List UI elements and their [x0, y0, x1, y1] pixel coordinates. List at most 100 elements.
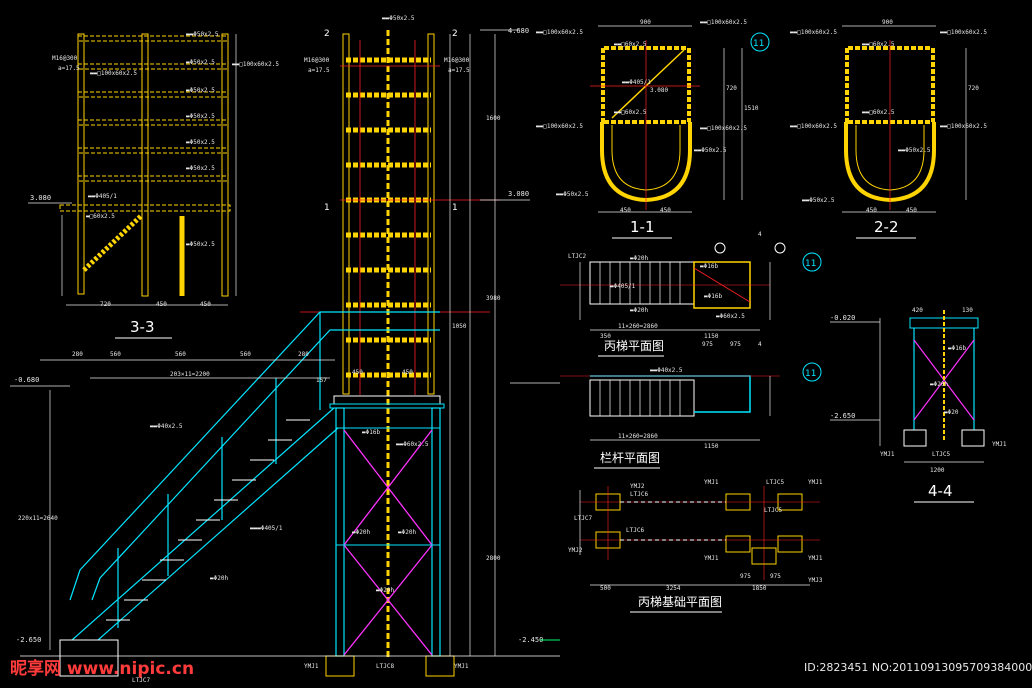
svg-text:450: 450 [352, 369, 363, 376]
section-3-3-note-b: a=17.5 [58, 65, 80, 72]
railing-plan-dim: 11×260=2860 [618, 433, 658, 440]
svg-text:YMJ1: YMJ1 [808, 479, 823, 486]
svg-text:▬Φ20h: ▬Φ20h [352, 529, 370, 536]
svg-text:130: 130 [962, 307, 973, 314]
railing-plan [560, 362, 822, 441]
svg-text:LTJC6: LTJC6 [626, 527, 644, 534]
stair-plan-grid: 11 [805, 259, 816, 269]
svg-text:M16@300: M16@300 [444, 57, 470, 64]
svg-text:▬Φ50x2.5: ▬Φ50x2.5 [186, 165, 215, 172]
watermark-id: ID:2823451 NO:20110913095709384000 [804, 661, 1032, 674]
svg-text:▬▬Φ405/1: ▬▬Φ405/1 [622, 79, 651, 86]
svg-text:▬▬□60x2.5: ▬▬□60x2.5 [614, 41, 647, 48]
section-2-2 [842, 25, 967, 213]
svg-text:1: 1 [324, 203, 330, 213]
svg-text:2800: 2800 [486, 555, 501, 562]
svg-text:▬▬□100x60x2.5: ▬▬□100x60x2.5 [700, 125, 747, 132]
svg-text:500: 500 [600, 585, 611, 592]
svg-text:975: 975 [702, 341, 713, 348]
svg-text:▬▬□60x2.5: ▬▬□60x2.5 [614, 109, 647, 116]
ladder-note-a: M16@300 [304, 57, 330, 64]
svg-text:▬▬▬Φ405/1: ▬▬▬Φ405/1 [250, 525, 283, 532]
section-1-1-grid: 11 [753, 39, 764, 49]
svg-text:▬▬Φ60x2.5: ▬▬Φ60x2.5 [396, 441, 429, 448]
svg-text:720: 720 [968, 85, 979, 92]
base-label-4: LTJC7 [132, 677, 150, 684]
svg-text:▬Φ16b: ▬Φ16b [362, 429, 380, 436]
svg-text:▬▬□100x60x2.5: ▬▬□100x60x2.5 [232, 61, 279, 68]
section-1-1 [590, 25, 770, 213]
section-4-4-elev-top: -0.020 [830, 314, 855, 322]
section-4-4-elev-bot: -2.650 [830, 412, 855, 420]
svg-text:▬Φ20h: ▬Φ20h [630, 255, 648, 262]
svg-text:▬▬Φ50x2.5: ▬▬Φ50x2.5 [694, 147, 727, 154]
svg-text:▬▬Φ50x2.5: ▬▬Φ50x2.5 [802, 197, 835, 204]
elev-mid: 3.080 [508, 190, 529, 198]
svg-text:▬▬□100x60x2.5: ▬▬□100x60x2.5 [536, 123, 583, 130]
svg-text:a=17.5: a=17.5 [448, 67, 470, 74]
svg-text:900: 900 [640, 19, 651, 26]
svg-text:▬Φ20h: ▬Φ20h [630, 307, 648, 314]
svg-text:1050: 1050 [452, 323, 467, 330]
ladder-note-b: a=17.5 [308, 67, 330, 74]
svg-text:▬▬Φ405/1: ▬▬Φ405/1 [88, 193, 117, 200]
svg-text:▬▬Φ50x2.5: ▬▬Φ50x2.5 [556, 191, 589, 198]
svg-text:1850: 1850 [752, 585, 767, 592]
svg-text:450: 450 [660, 207, 671, 214]
ladder-rail-right [427, 33, 435, 395]
svg-text:450: 450 [906, 207, 917, 214]
svg-text:▬Φ16b: ▬Φ16b [704, 293, 722, 300]
svg-text:▬▬□100x60x2.5: ▬▬□100x60x2.5 [700, 19, 747, 26]
post-left [77, 33, 85, 295]
svg-text:1150: 1150 [704, 443, 719, 450]
svg-text:LTJC5: LTJC5 [766, 479, 784, 486]
svg-text:560: 560 [110, 351, 121, 358]
elev-base-right: -2.450 [518, 636, 543, 644]
section-3-3-title: 3-3 [130, 318, 155, 336]
svg-text:YMJ1: YMJ1 [704, 555, 719, 562]
post-mid [141, 33, 149, 297]
svg-text:▬▬□100x60x2.5: ▬▬□100x60x2.5 [940, 29, 987, 36]
svg-text:1150: 1150 [704, 333, 719, 340]
svg-text:LTJC5: LTJC5 [764, 507, 782, 514]
watermark-brand: 昵享网 www.nipic.cn [10, 659, 195, 679]
svg-text:▬▬Φ50x2.5: ▬▬Φ50x2.5 [382, 15, 415, 22]
svg-text:▬Φ20: ▬Φ20 [944, 409, 959, 416]
svg-text:2: 2 [324, 29, 330, 39]
stair-plan [560, 242, 822, 331]
section-3-3 [28, 33, 237, 306]
svg-text:▬Φ50x2.5: ▬Φ50x2.5 [186, 113, 215, 120]
svg-text:560: 560 [240, 351, 251, 358]
svg-text:▬Φ16b: ▬Φ16b [700, 263, 718, 270]
svg-text:▬Φ20h: ▬Φ20h [930, 381, 948, 388]
svg-text:220x11=2640: 220x11=2640 [18, 515, 58, 522]
svg-text:975: 975 [730, 341, 741, 348]
svg-text:LTJC7: LTJC7 [574, 515, 592, 522]
section-2-2-title: 2-2 [874, 218, 899, 236]
base-label-2: LTJC8 [376, 663, 394, 670]
svg-text:YMJ3: YMJ3 [808, 577, 823, 584]
stair-dim: 203×11=2200 [170, 371, 210, 378]
svg-text:▬▬□100x60x2.5: ▬▬□100x60x2.5 [536, 29, 583, 36]
svg-text:3254: 3254 [666, 585, 681, 592]
svg-text:560: 560 [175, 351, 186, 358]
section-4-4 [830, 310, 985, 463]
svg-text:▬Φ16b: ▬Φ16b [948, 345, 966, 352]
svg-text:3.080: 3.080 [650, 87, 668, 94]
section-1-1-title: 1-1 [630, 218, 655, 236]
svg-text:▬▬□100x60x2.5: ▬▬□100x60x2.5 [90, 70, 137, 77]
svg-text:4: 4 [758, 341, 762, 348]
base-label-1: YMJ1 [304, 663, 319, 670]
svg-text:450: 450 [620, 207, 631, 214]
foundation-plan-title: 丙梯基础平面图 [638, 595, 722, 609]
elev-base-left: -2.650 [16, 636, 41, 644]
svg-text:▬▬□100x60x2.5: ▬▬□100x60x2.5 [940, 123, 987, 130]
elev-ground: -0.680 [14, 376, 39, 384]
svg-text:420: 420 [912, 307, 923, 314]
svg-text:YMJ1: YMJ1 [992, 441, 1007, 448]
svg-text:1200: 1200 [930, 467, 945, 474]
section-3-3-elevation: 3.080 [30, 194, 51, 202]
svg-text:▬Φ50x2.5: ▬Φ50x2.5 [186, 59, 215, 66]
foundation-plan [579, 486, 820, 586]
